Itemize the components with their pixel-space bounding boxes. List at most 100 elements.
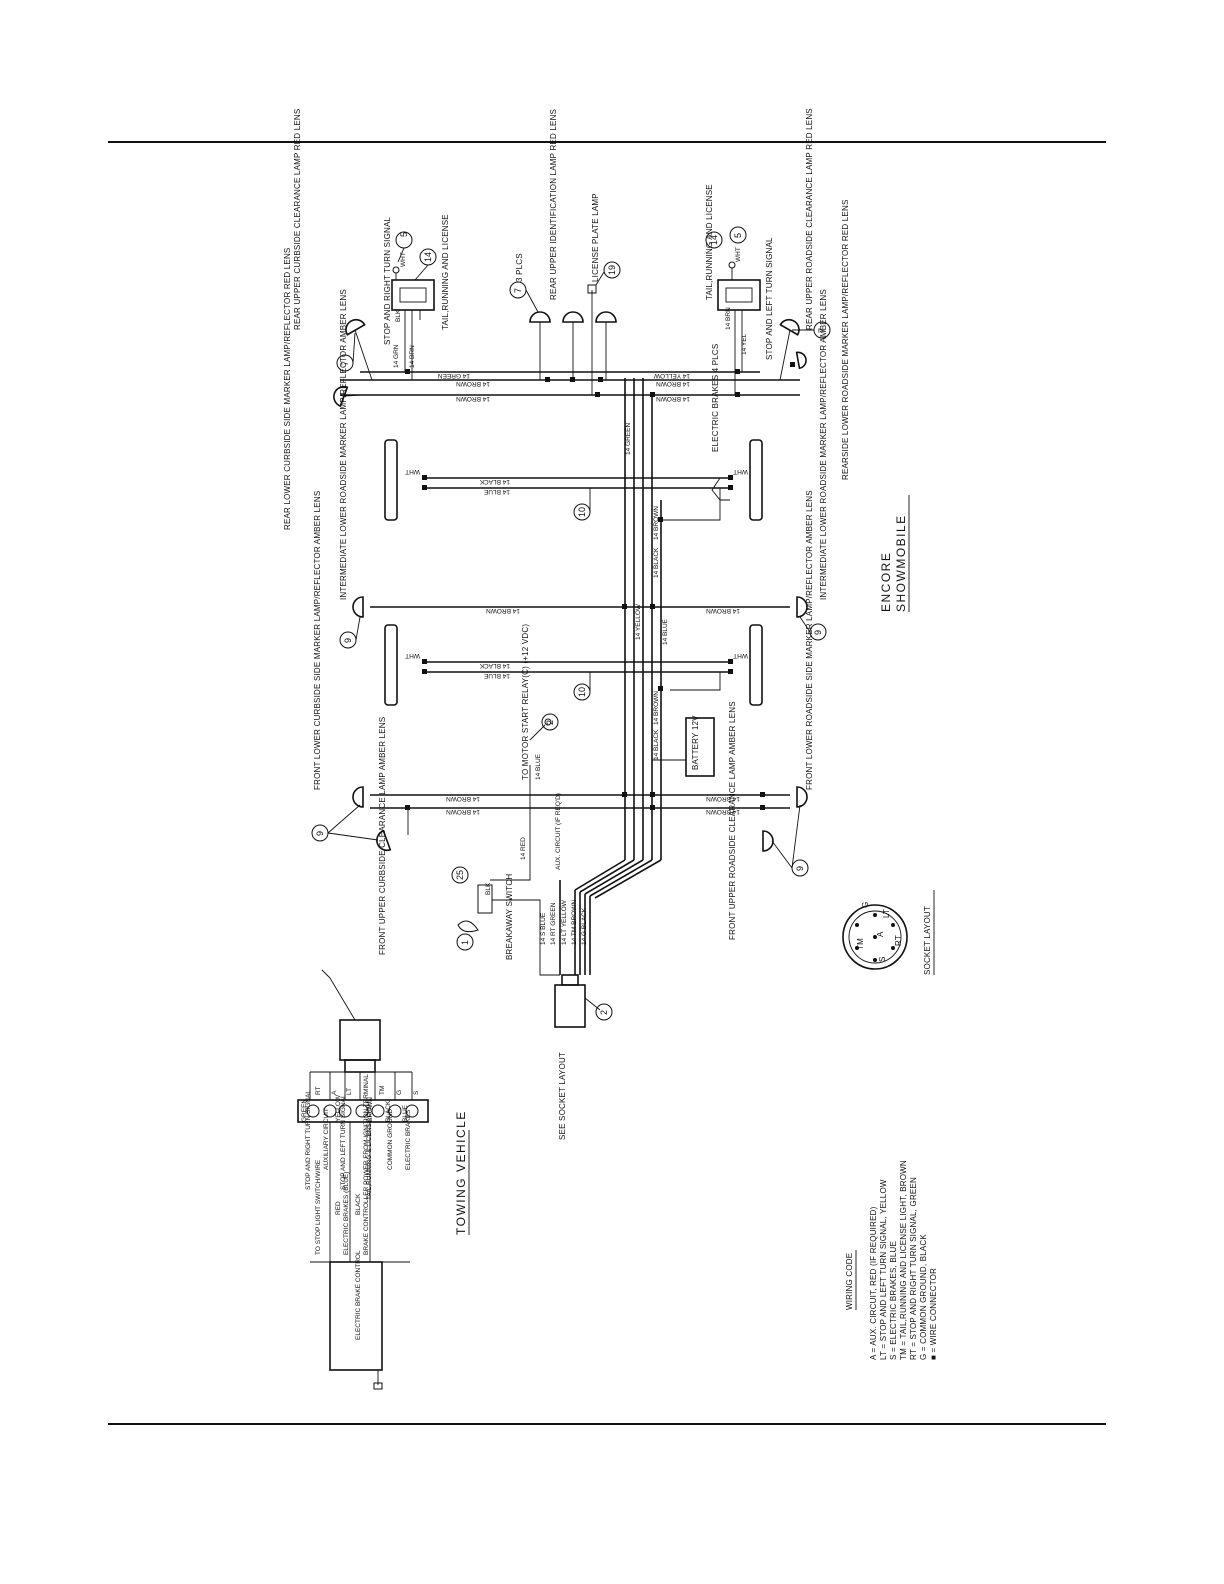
wire-label-brown-4: 14 BROWN	[656, 395, 690, 402]
callout-9-int-l: 9	[339, 631, 357, 649]
battery-label: BATTERY 12V	[691, 715, 700, 770]
feed-stop-light: TO STOP LIGHT SWITCH/WIRE	[315, 1159, 322, 1255]
title-line2: SHOWMOBILE	[894, 514, 908, 612]
callout-14-right: 14	[705, 231, 723, 249]
rear-lower-curbside-label: REAR LOWER CURBSIDE SIDE MARKER LAMP/REF…	[283, 248, 292, 530]
axle-front: WHT WHT 14 BLACK 14 BLUE	[384, 488, 763, 706]
callout-10-rear: 10	[573, 503, 591, 521]
svg-text:5: 5	[733, 233, 743, 238]
svg-text:2: 2	[545, 720, 555, 725]
blue-label-front: 14 BLUE	[483, 672, 510, 679]
feed-brakes: ELECTRIC BRAKES (BLUE)	[343, 1172, 350, 1255]
code-tm: TM = TAIL,RUNNING AND LICENSE LIGHT, BRO…	[899, 1160, 908, 1360]
feed-ignition: BRAKE CONTROLLER POWER FROM IGNITION TER…	[363, 1074, 370, 1255]
front-upper-curbside-label: FRONT UPPER CURBSIDE CLEARANCE LAMP AMBE…	[378, 717, 387, 955]
func-s: ELECTRIC BRAKES	[405, 1109, 412, 1170]
callout-5-left: 5	[395, 231, 413, 249]
svg-text:19: 19	[607, 265, 617, 275]
license-plate-label: LICENSE PLATE LAMP	[591, 193, 600, 282]
blk-label-left: BLK	[395, 309, 402, 322]
term-code-tm: TM	[379, 1086, 386, 1095]
svg-text:1: 1	[460, 940, 470, 945]
svg-text:5: 5	[399, 232, 409, 237]
intermediate-curbside-label: INTERMEDIATE LOWER ROADSIDE MARKER LAMP/…	[339, 289, 348, 600]
term-color-yellow: YELLOW	[335, 1094, 342, 1122]
callout-19: 19	[603, 261, 621, 279]
svg-text:7: 7	[817, 328, 827, 333]
battery: BATTERY 12V	[652, 715, 715, 777]
socket-bundle	[554, 880, 601, 1028]
title-block: ENCORE SHOWMOBILE	[879, 495, 910, 612]
motor-start-relay-label: TO MOTOR START RELAY(C) (+12 VDC)	[521, 624, 530, 780]
see-socket-layout-label: SEE SOCKET LAYOUT	[558, 1052, 567, 1140]
svg-text:14: 14	[423, 252, 433, 262]
blk-breakaway: BLK	[485, 882, 492, 895]
term-color-black: BLACK	[385, 1100, 392, 1122]
breakaway-circuit: TO MOTOR START RELAY(C) (+12 VDC) 14 BLU…	[457, 624, 588, 1140]
wire-label-brown-2: 14 BROWN	[456, 395, 490, 402]
func-rt: STOP AND RIGHT TURN SIGNAL	[305, 1090, 312, 1190]
svg-text:9: 9	[315, 831, 325, 836]
rear-right-tail-light: WHT 14 BRN 14 YEL TAIL,RUNNING AND LICEN…	[705, 184, 774, 395]
tail-running-license-right-label: TAIL,RUNNING AND LICENSE	[705, 184, 714, 300]
pin-lt: LT	[882, 909, 891, 918]
pin-tm: TM	[856, 938, 865, 950]
front-lower-roadside-label: FRONT LOWER ROADSIDE SIDE MARKER LAMP/RE…	[805, 490, 814, 790]
aux-circuit-label: AUX. CIRCUIT (IF REQ'D)	[555, 793, 562, 870]
wht-front-r: WHT	[733, 652, 748, 659]
term-code-rt: RT	[315, 1086, 322, 1095]
svg-text:10: 10	[577, 687, 587, 697]
stop-left-turn-label: STOP AND LEFT TURN SIGNAL	[765, 237, 774, 360]
front-cross-wires: 14 BROWN 14 BROWN 14 BROWN 14 BROWN FRON…	[313, 490, 814, 955]
code-s: S = ELECTRIC BRAKES, BLUE	[889, 1241, 898, 1360]
plcs-label: 3 PLCS	[515, 253, 524, 282]
black-trunk-1: 14 BLACK	[653, 547, 660, 578]
term-code-lt: LT	[346, 1088, 353, 1095]
front-upper-roadside-label: FRONT UPPER ROADSIDE CLEARANCE LAMP AMBE…	[728, 701, 737, 940]
term-code-s: S	[413, 1090, 420, 1095]
feed-black: BLACK	[355, 1193, 362, 1215]
code-lt: LT = STOP AND LEFT TURN SIGNAL, YELLOW	[879, 1179, 888, 1360]
main-harness	[574, 378, 662, 899]
pin-a: A	[876, 931, 885, 937]
code-rt: RT = STOP AND RIGHT TURN SIGNAL, GREEN	[909, 1177, 918, 1360]
socket-layout: G LT RT S TM A SOCKET LAYOUT	[842, 890, 935, 975]
title-line1: ENCORE	[879, 552, 893, 612]
grn-label: 14 GRN	[393, 344, 400, 368]
feed-red: RED	[335, 1201, 342, 1215]
black-trunk-2: 14 BLACK	[653, 729, 660, 760]
wht-front-l: WHT	[405, 652, 420, 659]
callouts: 5 14 7 19 7 7 5 14 10 10 9 9 9 9 2 25 1 …	[311, 226, 831, 1021]
rear-left-tail-light: WHT BLK 14 GRN 14 BRN STOP AND RIGHT TUR…	[383, 214, 450, 380]
tail-running-license-left-label: TAIL,RUNNING AND LICENSE	[441, 214, 450, 330]
func-g: COMMON GROUND	[387, 1109, 394, 1170]
callout-7-rear: 7	[509, 281, 527, 299]
brown-front-3: 14 BROWN	[706, 795, 740, 802]
rear-upper-id-label: REAR UPPER IDENTIFICATION LAMP RED LENS	[549, 109, 558, 300]
wire-label-green: 14 GREEN	[438, 372, 470, 379]
brown-front-4: 14 BROWN	[706, 808, 740, 815]
breakaway-switch-label: BREAKAWAY SWITCH	[505, 874, 514, 960]
svg-text:25: 25	[455, 870, 465, 880]
func-tm: TAIL,RUNNING & LICENSE LIGHT	[366, 1098, 373, 1200]
stop-right-turn-label: STOP AND RIGHT TURN SIGNAL	[383, 216, 392, 345]
intermediate-roadside-label: INTERMEDIATE LOWER ROADSIDE MARKER LAMP/…	[819, 289, 828, 600]
wire-label-yellow: 14 YELLOW	[653, 372, 690, 379]
rear-cross-wires: 14 GREEN 14 BROWN 14 BROWN 14 YELLOW 14 …	[340, 362, 800, 402]
electric-brakes-label: ELECTRIC BRAKES 4 PLCS	[711, 344, 720, 452]
callout-2-socket: 2	[595, 1003, 613, 1021]
code-connector: ■ = WIRE CONNECTOR	[929, 1268, 938, 1360]
bundle-green: 14 RT GREEN	[550, 902, 557, 945]
black-label-rear: 14 BLACK	[479, 478, 510, 485]
wire-label-brown-3: 14 BROWN	[656, 380, 690, 387]
bottom-rule	[108, 1423, 1106, 1425]
bundle-blue: 14 S BLUE	[540, 912, 547, 945]
callout-1: 1	[456, 933, 474, 951]
controller-label: ELECTRIC BRAKE CONTROL	[355, 1250, 362, 1340]
callout-9-int-r: 9	[809, 623, 827, 641]
brown-front-1: 14 BROWN	[446, 795, 480, 802]
brown-label-mid-l: 14 BROWN	[486, 607, 520, 614]
wire-label-brown-1: 14 BROWN	[456, 380, 490, 387]
blue-trunk: 14 BLUE	[662, 618, 669, 645]
